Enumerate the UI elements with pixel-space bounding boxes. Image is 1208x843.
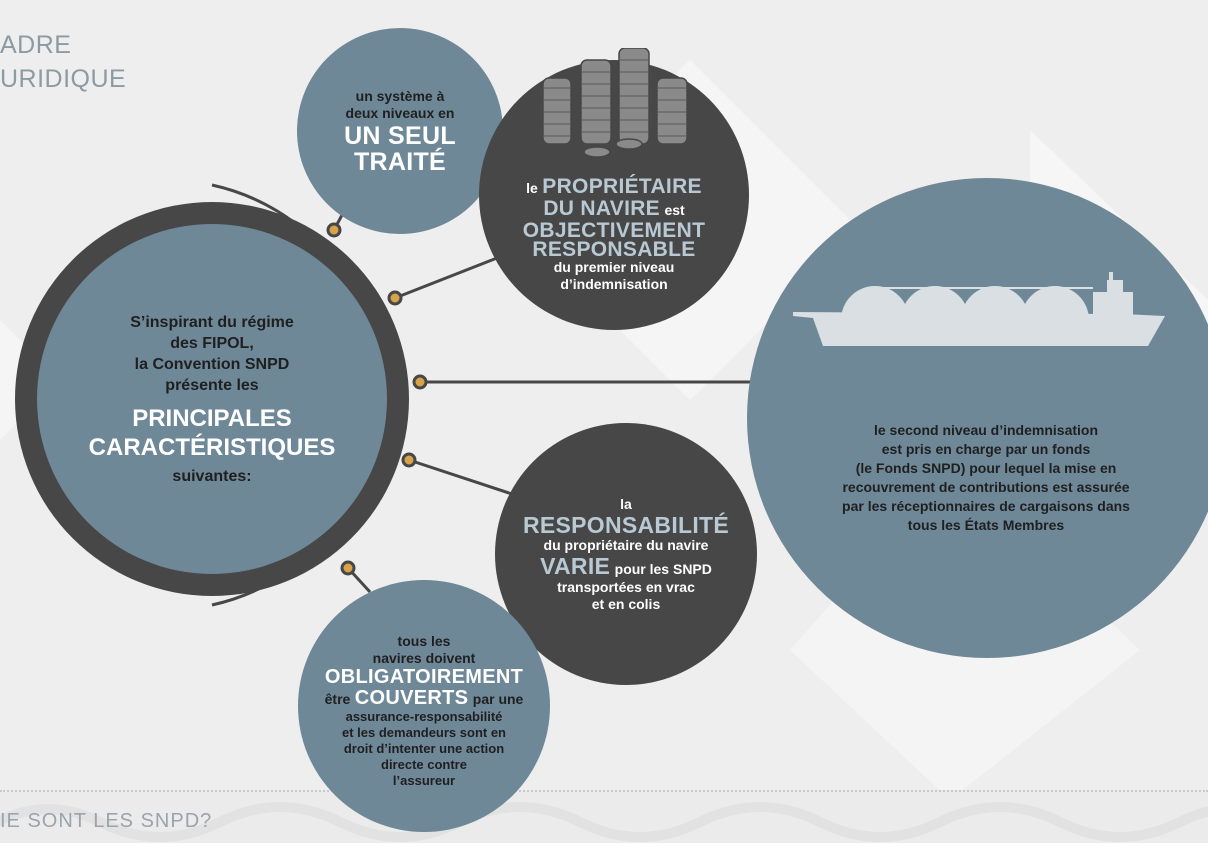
proprio-suffix: est — [664, 202, 685, 218]
fonds-line: (le Fonds SNPD) pour lequel la mise en — [855, 460, 1117, 476]
assur-line: tous les — [397, 633, 451, 649]
proprio-highlight: RESPONSABLE — [532, 238, 696, 261]
fonds-line: est pris en charge par un fonds — [881, 441, 1091, 457]
traite-highlight: UN SEUL — [344, 122, 456, 150]
assur-highlight: COUVERTS — [354, 687, 469, 709]
proprio-highlight: PROPRIÉTAIRE — [542, 175, 702, 198]
assur-pre: être — [324, 691, 351, 707]
assur-line: l’assureur — [392, 773, 456, 788]
resp-highlight: RESPONSABILITÉ — [522, 511, 730, 538]
resp-line: et en colis — [591, 595, 661, 612]
fonds-line: tous les États Membres — [907, 517, 1065, 533]
traite-line: un système à — [355, 88, 445, 104]
fonds-line: le second niveau d’indemnisation — [873, 422, 1099, 438]
center-circle: S’inspirant du régime des FIPOL, la Conv… — [37, 224, 387, 574]
coins-stack-icon — [542, 48, 688, 158]
fonds-line: recouvrement de contributions est assuré… — [842, 479, 1130, 495]
resp-suffix: pour les SNPD — [614, 560, 712, 577]
traite-highlight: TRAITÉ — [353, 148, 447, 176]
section-title: ADRE URIDIQUE — [0, 28, 126, 96]
center-tail: suivantes: — [172, 468, 252, 485]
circle-proprietaire: le PROPRIÉTAIRE DU NAVIRE est OBJECTIVEM… — [479, 48, 749, 330]
resp-highlight: VARIE — [540, 552, 611, 579]
circle-fonds-snpd: le second niveau d’indemnisation est pri… — [747, 178, 1208, 658]
proprio-highlight: OBJECTIVEMENT — [522, 219, 706, 242]
center-lead-line: la Convention SNPD — [134, 356, 290, 373]
section-title-line2: URIDIQUE — [0, 65, 127, 93]
assur-highlight: OBLIGATOIREMENT — [324, 666, 524, 688]
assur-line: assurance-responsabilité — [345, 709, 503, 724]
circle-responsabilite: la RESPONSABILITÉ du propriétaire du nav… — [495, 423, 757, 685]
center-lead-line: S’inspirant du régime — [130, 314, 294, 331]
gas-carrier-ship-icon — [793, 272, 1165, 346]
center-highlight: PRINCIPALES CARACTÉRISTIQUES — [89, 404, 336, 462]
center-lead-line: des FIPOL, — [170, 335, 254, 352]
center-highlight-line: PRINCIPALES — [132, 405, 292, 432]
traite-line: deux niveaux en — [345, 105, 455, 121]
proprio-line: d’indemnisation — [560, 276, 668, 292]
assur-line: navires doivent — [372, 650, 476, 666]
assur-line: directe contre — [381, 757, 467, 772]
resp-line: du propriétaire du navire — [543, 536, 709, 553]
center-lead-line: présente les — [165, 377, 259, 394]
footer-strip — [0, 790, 1208, 843]
proprio-highlight: DU NAVIRE — [543, 197, 660, 220]
footer-heading: IE SONT LES SNPD? — [0, 810, 213, 832]
center-highlight-line: CARACTÉRISTIQUES — [88, 434, 336, 461]
assur-line: et les demandeurs sont en — [342, 725, 506, 740]
assur-post: par une — [472, 691, 524, 707]
proprio-line: du premier niveau — [553, 259, 675, 275]
resp-line: transportées en vrac — [557, 578, 695, 595]
assur-line: droit d’intenter une action — [343, 741, 505, 756]
resp-prefix: la — [620, 495, 632, 512]
circle-seul-traite: un système à deux niveaux en UN SEUL TRA… — [297, 28, 503, 234]
section-title-line1: ADRE — [0, 31, 72, 59]
fonds-line: par les réceptionnaires de cargaisons da… — [842, 498, 1130, 514]
proprio-prefix: le — [526, 180, 538, 196]
circle-assurance: tous les navires doivent OBLIGATOIREMENT… — [298, 580, 550, 832]
